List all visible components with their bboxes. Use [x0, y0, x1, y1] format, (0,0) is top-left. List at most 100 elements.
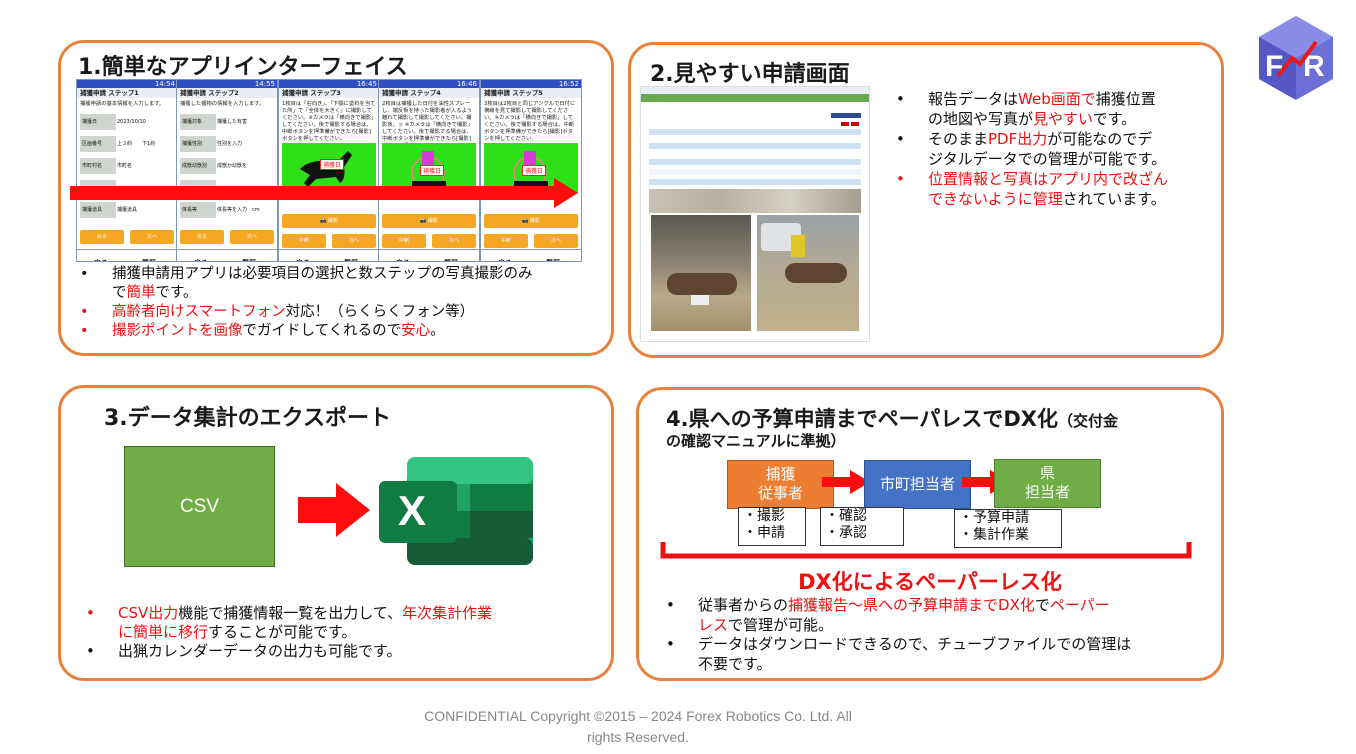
bullet-text: でガイドしてくれるので: [242, 323, 402, 339]
bullet-line: •高齢者向けスマートフォン対応！（らくらくフォン等）: [78, 303, 598, 322]
phone-step-header: 捕獲申請 ステップ5: [481, 88, 581, 98]
phone-instruction-text: 3枚目は2枚目と同じアングルで日付に横線を見て撮影して撮影してください。※カメラ…: [484, 101, 576, 142]
phone-bottom-nav: 戻る履歴: [481, 249, 581, 261]
phone-next-button[interactable]: 次へ: [432, 234, 476, 248]
bullet-dot: •: [86, 604, 95, 622]
phone-bottom-nav: 戻る履歴: [279, 249, 379, 261]
bullet-dot: •: [86, 642, 95, 660]
phone-nav-history[interactable]: 履歴: [225, 258, 273, 261]
bullet-text: 報告データは: [928, 90, 1019, 108]
phone-nav-history[interactable]: 履歴: [327, 258, 375, 261]
panel4-title-line2: の確認マニュアルに準拠）: [666, 432, 846, 450]
phone-form-row[interactable]: 体長等体長等を入力 cm: [177, 202, 277, 218]
phone-form-value[interactable]: 性別を入力: [217, 141, 243, 147]
bullet-dot: •: [896, 90, 905, 108]
phone-form-value[interactable]: 市町名: [117, 163, 133, 169]
flow-municipal-line1: 市町担当者: [879, 475, 955, 493]
bullet-text: ジタルデータでの管理が可能です。: [928, 150, 1167, 168]
bullet-text: で: [1034, 596, 1050, 614]
phone-clock: 16:52: [558, 80, 579, 88]
phone-nav-history[interactable]: 履歴: [529, 258, 577, 261]
phone-form-value[interactable]: 捕獲した有害: [217, 119, 248, 125]
bullet-line: •CSV出力機能で捕獲情報一覧を出力して、年次集計作業: [84, 604, 604, 623]
phone-next-button[interactable]: 次へ: [130, 230, 174, 244]
bullet-text: 捕獲位置: [1095, 90, 1156, 108]
phone-nav-back[interactable]: 戻る: [279, 258, 327, 261]
bullet-text: そのまま: [928, 130, 989, 148]
phone-nav-history[interactable]: 履歴: [427, 258, 475, 261]
phone-form-row[interactable]: 捕獲性別性別を入力: [177, 136, 277, 152]
phone-step-header: 捕獲申請 ステップ2: [177, 88, 277, 98]
phone-form-label: 市町村名: [80, 158, 116, 174]
phone-next-button[interactable]: 次へ: [230, 230, 274, 244]
phone-shoot-button[interactable]: 📷 撮影: [382, 214, 476, 228]
phone-clock: 14:54: [154, 80, 175, 88]
phone-form-row[interactable]: 捕獲道具捕獲道具: [77, 202, 177, 218]
bullet-dot: •: [896, 130, 905, 148]
phone-form-row[interactable]: 市町村名市町名: [77, 158, 177, 174]
bullet-line: •報告データはWeb画面で捕獲位置: [894, 89, 1214, 109]
copyright-line2: rights Reserved.: [587, 729, 689, 745]
flow-arrow-icon: [70, 178, 580, 212]
bullet-line: の地図や写真が見やすいです。: [894, 109, 1214, 129]
phone-form-row[interactable]: 成獣幼獣別成獣か幼獣を: [177, 158, 277, 174]
phone-form-value[interactable]: 上３約 下1約: [117, 141, 156, 147]
phone-form-value[interactable]: 捕獲道具: [117, 207, 138, 213]
bullet-text: 撮影ポイントを画像: [112, 323, 243, 339]
phone-nav-history[interactable]: 履歴: [125, 258, 173, 261]
phone-suspend-button[interactable]: 中断: [484, 234, 528, 248]
phone-suspend-button[interactable]: 中断: [382, 234, 426, 248]
flow-arrow-1-icon: [822, 470, 872, 498]
phone-next-button[interactable]: 次へ: [534, 234, 578, 248]
bullet-text: 不要です。: [698, 654, 772, 673]
flow-hunter-line1: 捕獲: [765, 465, 796, 483]
phone-suspend-button[interactable]: 中断: [282, 234, 326, 248]
bullet-dot: •: [666, 596, 675, 614]
flow-box-hunter: 捕獲 従事者: [727, 460, 834, 509]
task-hunter-2: ・申請: [743, 525, 785, 541]
panel4-bullets: •従事者からの捕獲報告～県への予算申請までDX化でペーパーレスで管理が可能。•デ…: [664, 596, 1204, 674]
panel4-title-small: （交付金: [1058, 412, 1119, 430]
svg-text:R: R: [1303, 50, 1325, 83]
excel-icon: X: [379, 457, 535, 565]
bullet-text: 。: [430, 323, 445, 339]
phone-form-label: 区画番号: [80, 136, 116, 152]
phone-form-row[interactable]: 区画番号上３約 下1約: [77, 136, 177, 152]
phone-next-button[interactable]: 次へ: [332, 234, 376, 248]
phone-nav-back[interactable]: 戻る: [177, 258, 225, 261]
phone-form-row[interactable]: 捕獲対象捕獲した有害: [177, 114, 277, 130]
phone-back-button[interactable]: 戻る: [80, 230, 124, 244]
web-report-screenshot: [640, 86, 870, 342]
phone-shoot-button[interactable]: 📷 撮影: [484, 214, 578, 228]
phone-nav-back[interactable]: 戻る: [77, 258, 125, 261]
panel2-title: 2.見やすい申請画面: [650, 62, 850, 87]
phone-nav-back[interactable]: 戻る: [379, 258, 427, 261]
bullet-text: レス: [698, 615, 729, 634]
flow-hunter-line2: 従事者: [757, 484, 803, 502]
phone-bottom-nav: 戻る履歴: [177, 249, 277, 261]
bullet-line: •捕獲申請用アプリは必要項目の選択と数ステップの写真撮影のみ: [78, 265, 598, 284]
bullet-text: 位置情報と写真はアプリ内で改ざん: [928, 170, 1169, 188]
task-hunter-1: ・撮影: [743, 508, 785, 524]
phone-status-bar: 16:52: [481, 80, 581, 88]
phone-form-value[interactable]: 成獣か幼獣を: [217, 163, 248, 169]
bullet-line: に簡単に移行することが可能です。: [84, 623, 604, 642]
bullet-line: ジタルデータでの管理が可能です。: [894, 149, 1214, 169]
task-prefecture-1: ・予算申請: [959, 510, 1029, 526]
phone-back-button[interactable]: 戻る: [180, 230, 224, 244]
bullet-line: •位置情報と写真はアプリ内で改ざん: [894, 169, 1214, 189]
phone-form-value[interactable]: 体長等を入力 cm: [217, 207, 260, 213]
phone-status-bar: 16:46: [379, 80, 479, 88]
phone-form-value[interactable]: 2023/10/10: [117, 119, 146, 125]
phone-shoot-button[interactable]: 📷 撮影: [282, 214, 376, 228]
bullet-text: に簡単に移行: [118, 623, 209, 641]
bullet-line: •出猟カレンダーデータの出力も可能です。: [84, 642, 604, 661]
task-box-prefecture: ・予算申請 ・集計作業: [954, 509, 1062, 548]
bullet-dot: •: [80, 266, 89, 282]
phone-nav-back[interactable]: 戻る: [481, 258, 529, 261]
web-title-bar: [641, 94, 869, 102]
panel3-bullets: •CSV出力機能で捕獲情報一覧を出力して、年次集計作業に簡単に移行することが可能…: [84, 604, 604, 661]
